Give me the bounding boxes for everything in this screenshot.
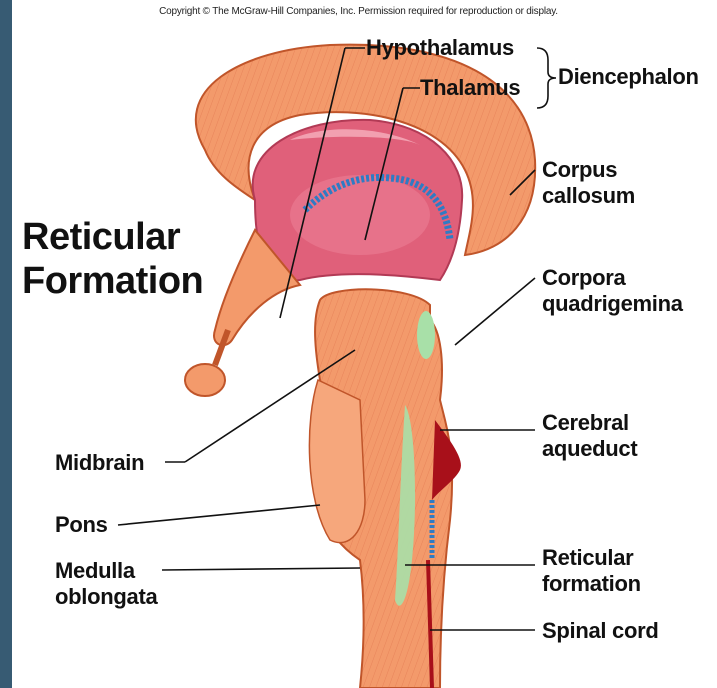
label-medulla-oblongata-line-1: Medulla: [55, 558, 157, 584]
title-line-2: Formation: [22, 259, 203, 303]
label-diencephalon: Diencephalon: [558, 64, 699, 90]
label-cerebral-aqueduct-line-2: aqueduct: [542, 436, 637, 462]
title-line-1: Reticular: [22, 215, 203, 259]
label-cerebral-aqueduct-line-1: Cerebral: [542, 410, 637, 436]
label-corpus-callosum: Corpus callosum: [542, 157, 635, 209]
label-corpora-quadrigemina-line-1: Corpora: [542, 265, 683, 291]
label-corpora-quadrigemina-line-2: quadrigemina: [542, 291, 683, 317]
label-medulla-oblongata-line-2: oblongata: [55, 584, 157, 610]
pituitary-gland-shape: [185, 364, 225, 396]
label-thalamus: Thalamus: [420, 75, 520, 101]
label-spinal-cord: Spinal cord: [542, 618, 659, 644]
label-corpora-quadrigemina: Corpora quadrigemina: [542, 265, 683, 317]
label-reticular-formation-line-1: Reticular: [542, 545, 641, 571]
label-reticular-formation-line-2: formation: [542, 571, 641, 597]
label-pons: Pons: [55, 512, 108, 538]
label-reticular-formation: Reticular formation: [542, 545, 641, 597]
label-corpus-callosum-line-1: Corpus: [542, 157, 635, 183]
label-corpus-callosum-line-2: callosum: [542, 183, 635, 209]
label-medulla-oblongata: Medulla oblongata: [55, 558, 157, 610]
diagram-title: Reticular Formation: [22, 215, 203, 303]
label-midbrain: Midbrain: [55, 450, 144, 476]
label-cerebral-aqueduct: Cerebral aqueduct: [542, 410, 637, 462]
corpora-quadrigemina-shape: [417, 311, 435, 359]
label-hypothalamus: Hypothalamus: [366, 35, 514, 61]
